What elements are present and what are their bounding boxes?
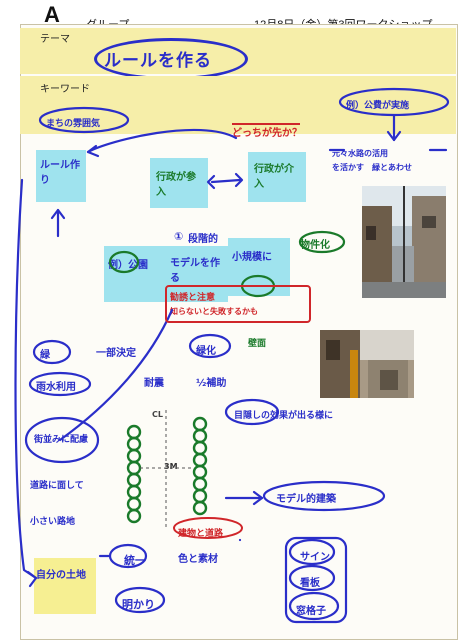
handwriting-strokes	[0, 0, 461, 642]
